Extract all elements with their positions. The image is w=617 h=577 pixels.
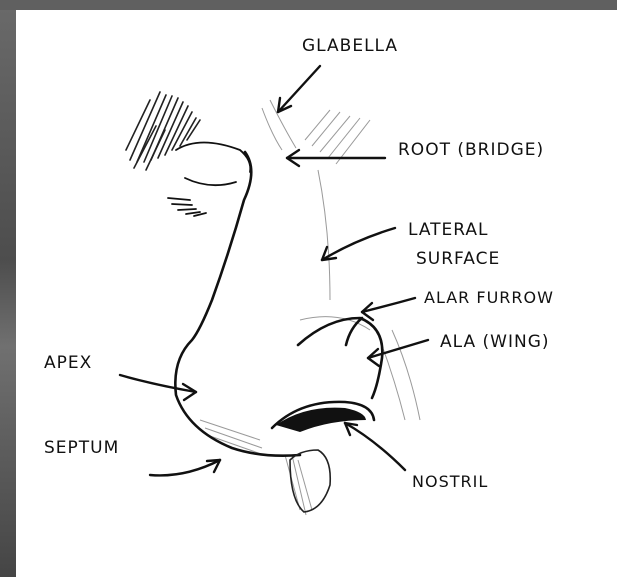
label-root-bridge: ROOT (BRIDGE) xyxy=(398,142,544,159)
label-nostril: NOSTRIL xyxy=(412,474,488,490)
arrow-alar-furrow xyxy=(362,298,415,320)
eye-lashes xyxy=(168,143,250,217)
label-septum: SEPTUM xyxy=(44,440,119,457)
eyebrow-hatching xyxy=(126,92,200,170)
label-apex: APEX xyxy=(44,355,92,372)
label-ala-wing: ALA (WING) xyxy=(440,334,550,351)
arrow-glabella xyxy=(278,66,320,112)
leader-arrows xyxy=(120,66,428,475)
label-surface: SURFACE xyxy=(416,251,500,268)
arrow-lateral xyxy=(322,228,395,260)
label-glabella: GLABELLA xyxy=(302,38,398,55)
arrow-nostril xyxy=(345,423,405,470)
label-lateral: LATERAL xyxy=(408,222,489,239)
label-alar-furrow: ALAR FURROW xyxy=(424,290,554,306)
arrow-apex xyxy=(120,375,196,400)
arrow-septum xyxy=(150,460,220,475)
